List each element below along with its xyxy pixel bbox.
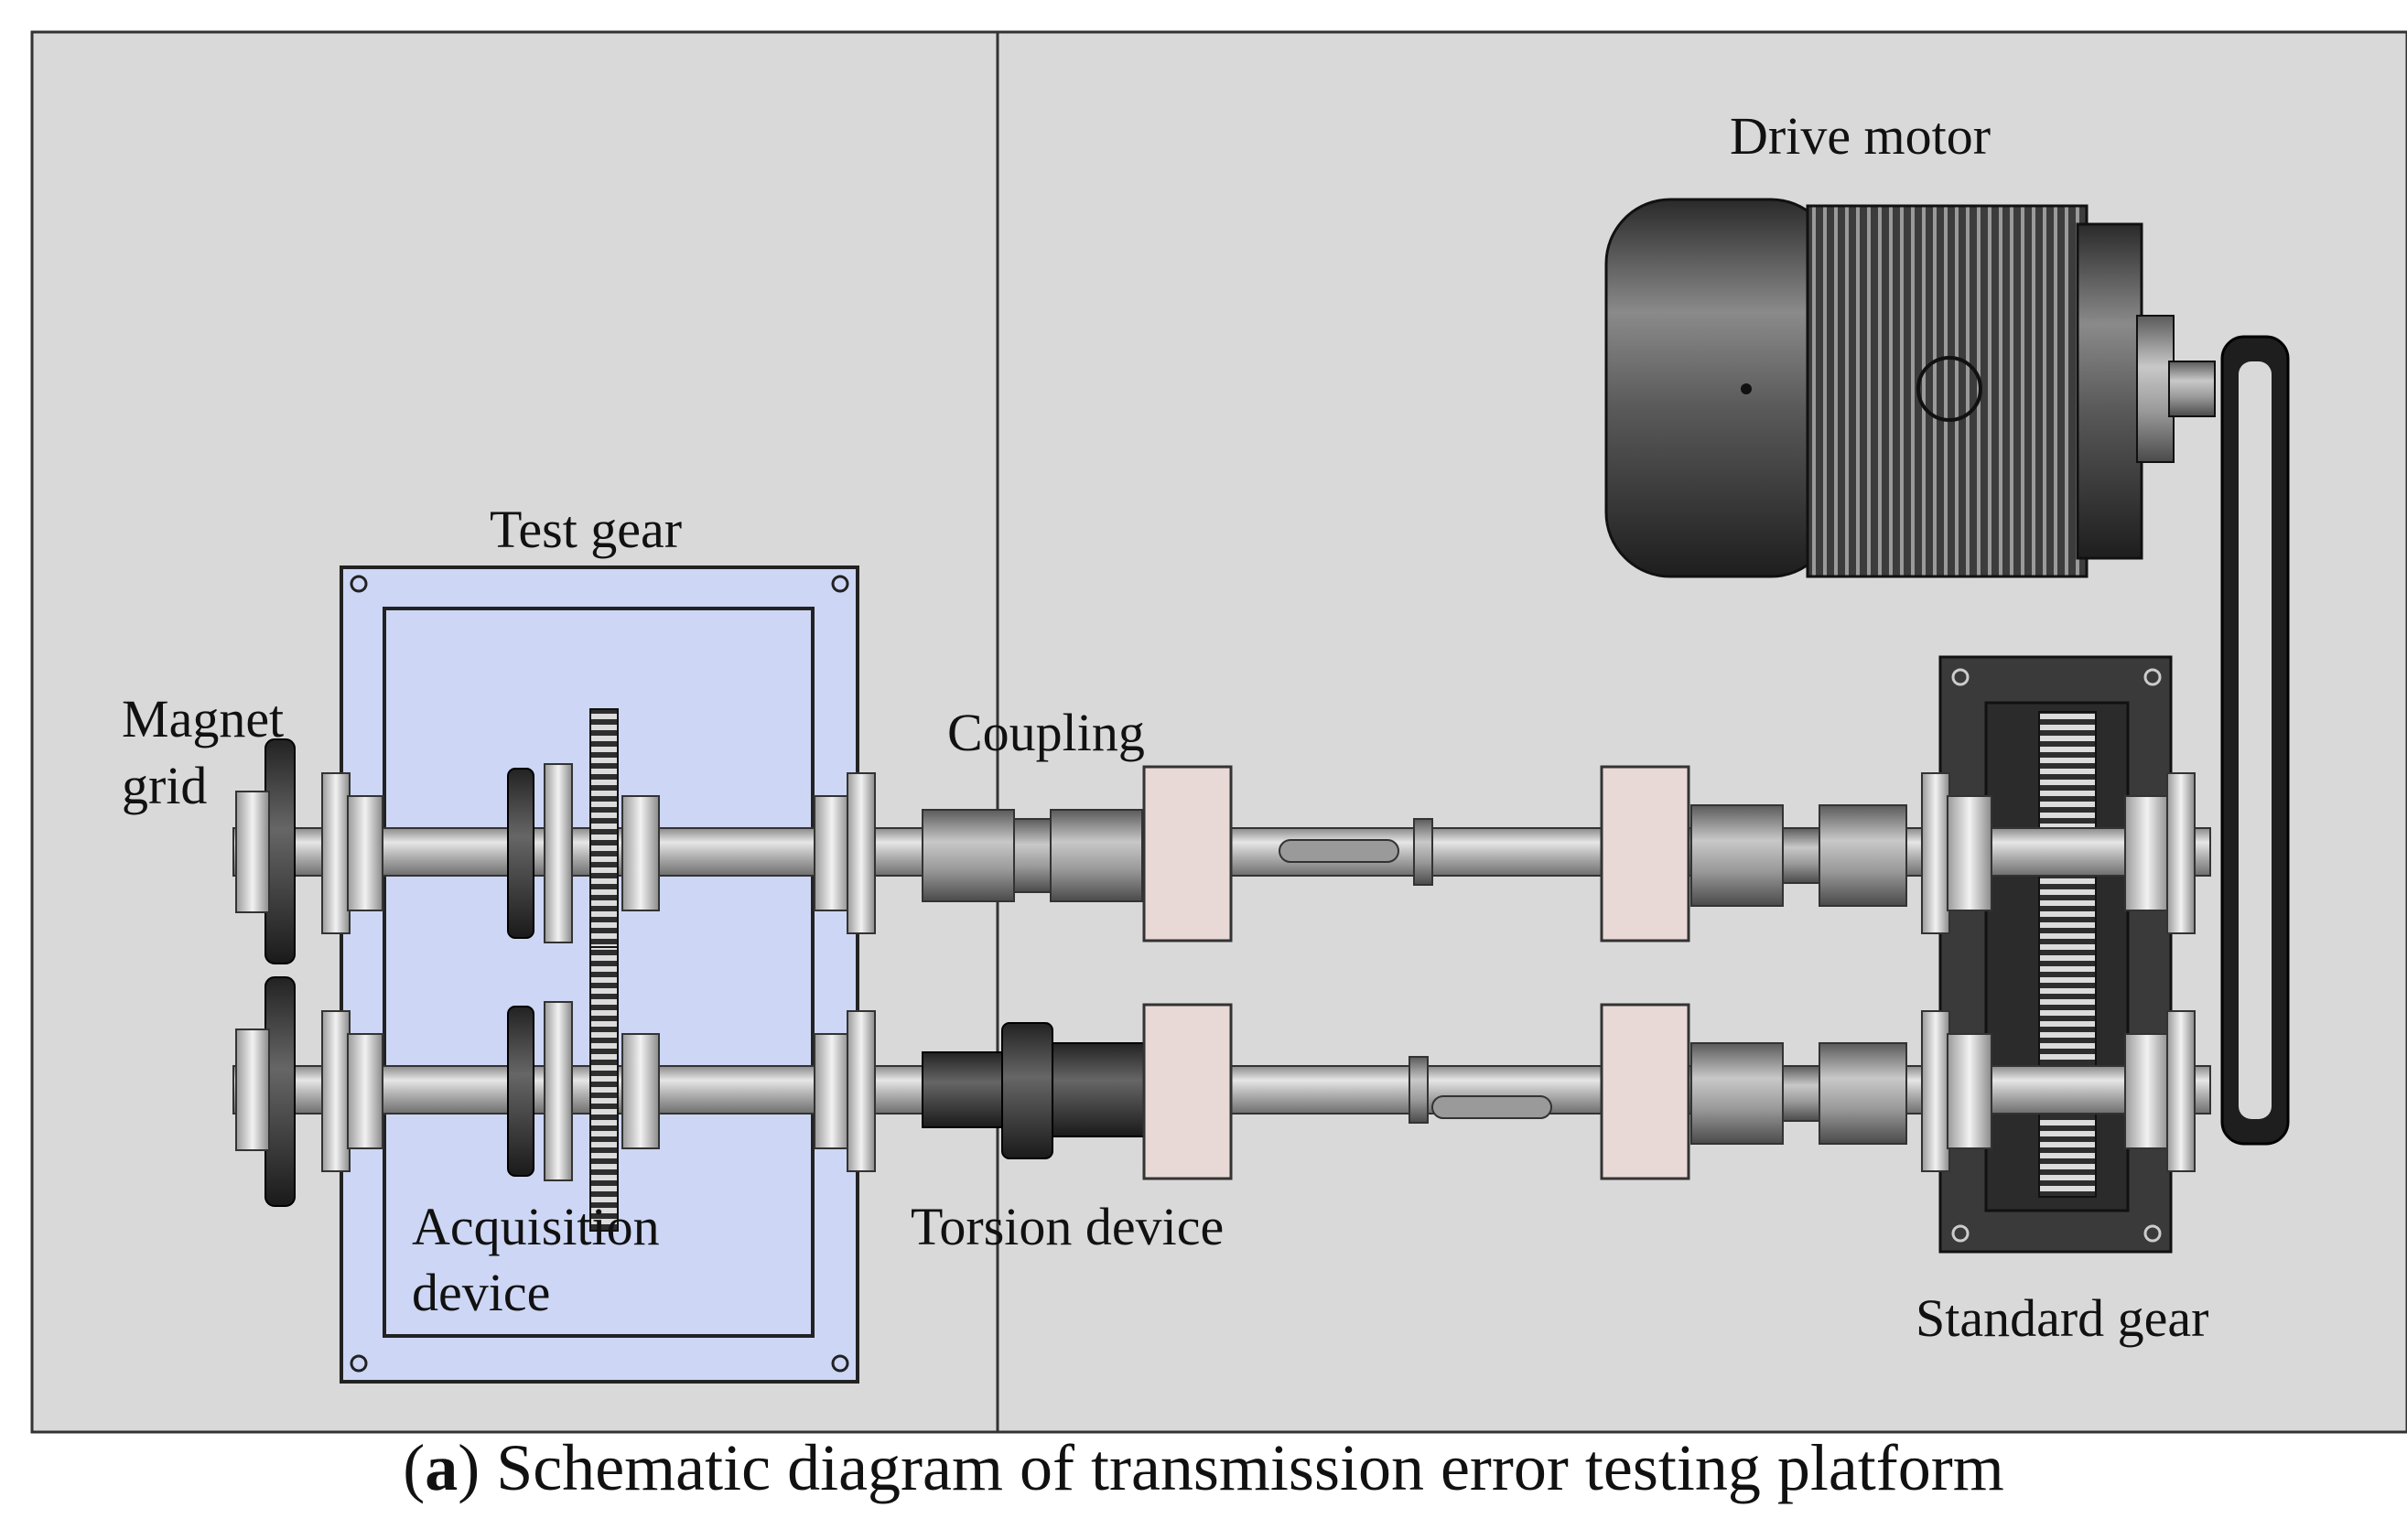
caption-tag: a [425, 1431, 459, 1504]
upper-shaft-assembly [232, 708, 2211, 1012]
label-coupling: Coupling [947, 703, 1145, 762]
drive-belt [2220, 335, 2290, 1146]
label-magnet-grid-2: grid [122, 756, 207, 815]
label-magnet-grid-1: Magnet [122, 689, 284, 748]
caption-text: Schematic diagram of transmission error … [496, 1431, 2004, 1504]
label-acquisition-2: device [412, 1263, 550, 1322]
label-torsion-device: Torsion device [911, 1197, 1224, 1256]
label-acquisition-1: Acquisition [412, 1197, 660, 1256]
label-standard-gear: Standard gear [1916, 1288, 2208, 1348]
lower-shaft-assembly [232, 976, 2211, 1207]
label-test-gear: Test gear [490, 500, 682, 559]
figure-caption: (a) Schematic diagram of transmission er… [403, 1431, 2004, 1504]
drive-motor [1604, 198, 2216, 578]
standard-gear-box [1938, 655, 2173, 1254]
test-gear-teeth [589, 946, 619, 1232]
label-drive-motor: Drive motor [1730, 106, 1991, 166]
